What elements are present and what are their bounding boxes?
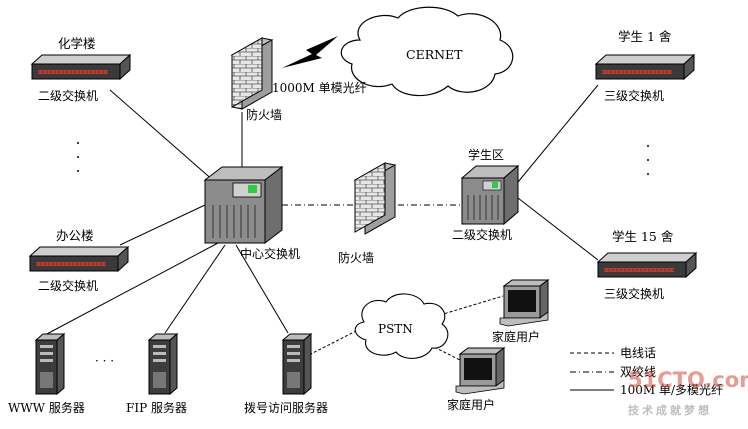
office-switch-label: 二级交换机 xyxy=(38,278,98,293)
home-user-2-icon xyxy=(455,347,506,395)
legend: 电线话 双绞线 100M 单/多模光纤 xyxy=(570,346,723,397)
link-core-www xyxy=(44,242,219,336)
pstn-cloud: PSTN xyxy=(354,293,449,359)
legend-text-0: 电线话 xyxy=(620,346,656,360)
fiber-top-label: 1000M 单模光纤 xyxy=(272,81,367,95)
dorm15-label: 学生 15 舍 xyxy=(612,229,674,244)
watermark-brand: 51CTO.com xyxy=(628,368,748,392)
cernet-cloud: CERNET xyxy=(340,6,514,97)
dorm1-switch-label: 三级交换机 xyxy=(604,88,664,103)
student-area-label: 学生区 xyxy=(468,147,504,162)
server-ellipsis: · · · xyxy=(95,354,114,368)
dorm15-switch-icon xyxy=(596,251,698,279)
chem-switch-label: 二级交换机 xyxy=(38,88,98,103)
office-switch-icon xyxy=(28,245,130,273)
link-core-office xyxy=(119,204,206,246)
link-core-chem xyxy=(109,89,216,183)
pstn-label: PSTN xyxy=(378,322,413,336)
link-pstn-home1 xyxy=(439,295,504,316)
dialup-server-icon xyxy=(281,332,313,396)
core-switch-icon xyxy=(203,165,284,245)
home-user-2-label: 家庭用户 xyxy=(447,397,495,412)
dorm1-switch-icon xyxy=(594,53,696,81)
home-user-1-label: 家庭用户 xyxy=(492,329,540,344)
watermark: 51CTO.com 技术成就梦想 xyxy=(628,368,748,417)
ftp-server-icon xyxy=(147,332,179,396)
link-core-dialup xyxy=(235,244,289,334)
www-server-label: WWW 服务器 xyxy=(8,400,85,415)
student-area-switch-icon xyxy=(460,164,520,226)
www-server-icon xyxy=(34,332,66,396)
right-ellipsis xyxy=(647,145,649,175)
legend-text-2: 100M 单/多模光纤 xyxy=(620,383,723,397)
dialup-server-label: 拨号访问服务器 xyxy=(244,400,328,415)
dorm1-label: 学生 1 舍 xyxy=(618,29,672,44)
chem-switch-icon xyxy=(30,53,132,81)
lightning-icon xyxy=(282,36,338,68)
office-building-label: 办公楼 xyxy=(56,228,94,243)
left-ellipsis xyxy=(77,142,79,172)
dorm15-switch-label: 三级交换机 xyxy=(604,286,664,301)
home-user-1-icon xyxy=(499,279,550,327)
firewall-top-label: 防火墙 xyxy=(246,107,282,122)
firewall-mid-label: 防火墙 xyxy=(338,250,374,265)
core-switch-label: 中心交换机 xyxy=(240,246,300,261)
cernet-label: CERNET xyxy=(406,47,463,62)
watermark-slogan: 技术成就梦想 xyxy=(628,403,712,417)
link-core-ftp xyxy=(164,244,226,334)
firewall-mid-icon xyxy=(353,162,397,235)
link-student-dorm1 xyxy=(517,84,599,183)
link-student-dorm15 xyxy=(517,197,599,261)
student-area-switch-label: 二级交换机 xyxy=(452,227,512,242)
link-dialup-pstn xyxy=(304,329,359,358)
chem-building-label: 化学楼 xyxy=(58,36,96,51)
firewall-top-icon xyxy=(230,37,274,110)
ftp-server-label: FIP 服务器 xyxy=(126,400,187,415)
legend-text-1: 双绞线 xyxy=(620,364,656,379)
